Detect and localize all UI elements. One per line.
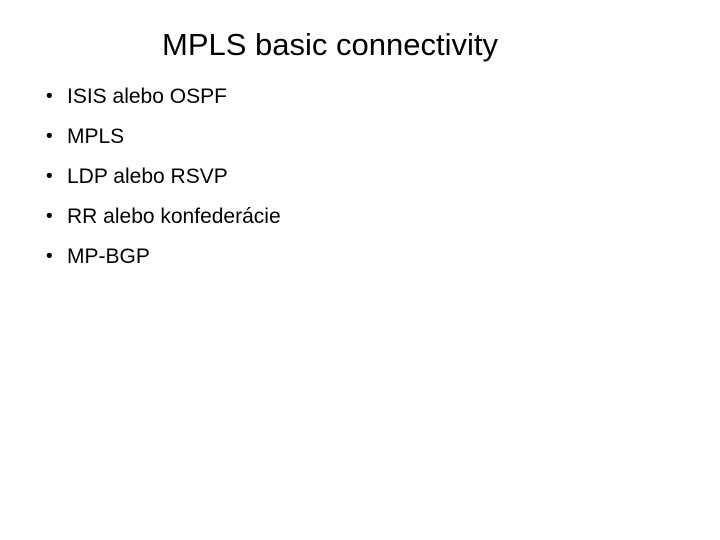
bullet-list: • ISIS alebo OSPF • MPLS • LDP alebo RSV… — [38, 82, 598, 282]
list-item: • MP-BGP — [38, 242, 598, 282]
bullet-dot-icon: • — [46, 246, 53, 267]
page-title: MPLS basic connectivity — [162, 27, 498, 62]
list-item: • RR alebo konfederácie — [38, 202, 598, 242]
list-item: • MPLS — [38, 122, 598, 162]
list-item-label: MP-BGP — [67, 245, 150, 268]
bullet-dot-icon: • — [46, 206, 53, 227]
list-item-label: LDP alebo RSVP — [67, 165, 228, 188]
list-item: • LDP alebo RSVP — [38, 162, 598, 202]
list-item-label: RR alebo konfederácie — [67, 205, 281, 228]
list-item-label: MPLS — [67, 125, 125, 148]
list-item: • ISIS alebo OSPF — [38, 82, 598, 122]
bullet-dot-icon: • — [46, 86, 53, 107]
list-item-label: ISIS alebo OSPF — [67, 85, 227, 108]
bullet-dot-icon: • — [46, 166, 53, 187]
bullet-dot-icon: • — [46, 126, 53, 147]
